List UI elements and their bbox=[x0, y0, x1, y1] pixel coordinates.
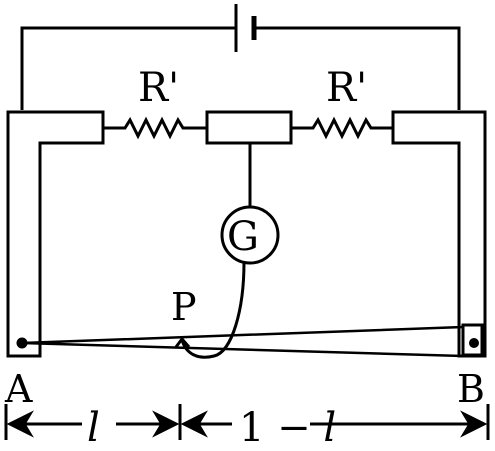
end-b-label: B bbox=[457, 367, 485, 411]
end-a-label: A bbox=[5, 367, 33, 411]
left-strip bbox=[6, 110, 105, 358]
end-b-terminal-box bbox=[461, 323, 484, 357]
resistor-left bbox=[103, 116, 207, 140]
bridge-wire bbox=[21, 325, 464, 358]
middle-strip bbox=[205, 110, 293, 145]
jockey-point-label: P bbox=[171, 285, 197, 329]
length-left-label: l bbox=[87, 405, 100, 451]
end-b-terminal bbox=[469, 338, 479, 348]
end-a-terminal bbox=[16, 337, 28, 349]
length-right-variable: l bbox=[323, 405, 337, 451]
resistor-left-label: R' bbox=[138, 65, 180, 111]
galvanometer-label: G bbox=[227, 214, 259, 260]
battery-wire bbox=[20, 26, 461, 110]
resistor-right bbox=[291, 116, 393, 140]
right-strip bbox=[391, 110, 487, 358]
galvanometer-circle-icon bbox=[220, 205, 280, 265]
length-right-prefix: 1 − bbox=[239, 405, 324, 451]
length-right-label: 1 − l bbox=[239, 408, 336, 448]
dimension-arrow-icon bbox=[4, 404, 490, 440]
battery-cell-icon bbox=[234, 4, 257, 52]
jockey-tip bbox=[174, 336, 191, 348]
jockey-wire bbox=[180, 261, 246, 359]
resistor-right-label: R' bbox=[326, 65, 368, 111]
